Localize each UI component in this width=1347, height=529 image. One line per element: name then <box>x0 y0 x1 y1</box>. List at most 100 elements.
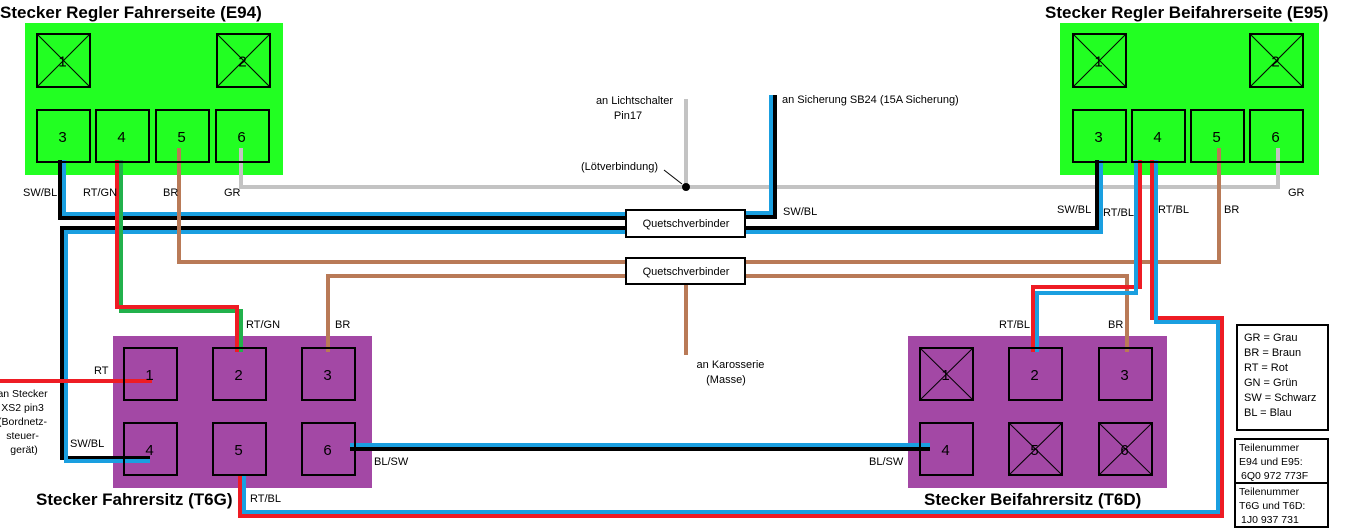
pin-label: 2 <box>1271 54 1279 71</box>
pin-label: 6 <box>1120 442 1128 459</box>
connector-t6d <box>908 336 1167 488</box>
pin-label: 2 <box>1030 367 1038 384</box>
wire-rt-bl-e95-t6d <box>1031 160 1142 352</box>
wire-rt-gn <box>115 160 243 352</box>
pin-t6d-4: 4 <box>919 422 974 476</box>
pin-label: 6 <box>323 442 331 459</box>
pin-e95-5: 5 <box>1190 109 1245 163</box>
label-fuse-sw-bl: SW/BL <box>783 206 817 218</box>
title-t6g: Stecker Fahrersitz (T6G) <box>36 490 233 509</box>
label-e95-sw-bl: SW/BL <box>1057 204 1091 216</box>
pin-t6g-1: 1 <box>123 347 178 401</box>
label-t6g-bl-sw: BL/SW <box>374 456 409 468</box>
pin-label: 6 <box>237 129 245 146</box>
pin-e95-6: 6 <box>1249 109 1304 163</box>
wire-sw-bl-t6g <box>60 226 626 463</box>
pin-t6d-1: 1 <box>919 347 974 401</box>
legend: GR = Grau BR = Braun RT = Rot GN = Grün … <box>1244 332 1320 419</box>
crimp-connector-bottom <box>625 257 746 285</box>
crimp-top-label: Quetschverbinder <box>643 218 730 230</box>
label-fuse: an Sicherung SB24 (15A Sicherung) <box>782 94 959 106</box>
label-t6g-rt-gn: RT/GN <box>246 319 280 331</box>
label-e95-rt-bl-a: RT/BL <box>1103 207 1134 219</box>
solder-pointer <box>663 169 683 185</box>
wire-rt-bl-e95-t6g <box>238 160 1224 518</box>
wire-sw-bl-fuse <box>745 95 777 219</box>
pin-label: 3 <box>58 129 66 146</box>
pin-e95-1: 1 <box>1072 33 1127 88</box>
label-t6g-sw-bl: SW/BL <box>70 438 104 450</box>
legend-box <box>1236 324 1329 431</box>
pin-label: 1 <box>1094 54 1102 71</box>
label-e94-rt-gn: RT/GN <box>83 187 117 199</box>
wire-sw-bl-e94 <box>58 160 626 220</box>
pin-label: 4 <box>941 442 949 459</box>
pin-label: 2 <box>238 54 246 71</box>
pin-label: 1 <box>58 54 66 71</box>
connector-e94 <box>25 23 283 175</box>
pin-e95-4: 4 <box>1131 109 1186 163</box>
pin-label: 4 <box>117 129 125 146</box>
label-t6d-br: BR <box>1108 319 1123 331</box>
pin-e95-3: 3 <box>1072 109 1127 163</box>
pin-label: 1 <box>941 367 949 384</box>
label-solder: (Lötverbindung) <box>581 161 658 173</box>
pin-label: 5 <box>234 442 242 459</box>
pin-label: 1 <box>145 367 153 384</box>
label-e95-gr: GR <box>1288 187 1305 199</box>
pin-label: 4 <box>145 442 153 459</box>
connector-e95 <box>1060 23 1319 175</box>
crimp-bottom-label: Quetschverbinder <box>643 266 730 278</box>
pin-label: 3 <box>323 367 331 384</box>
pin-t6g-3: 3 <box>301 347 356 401</box>
title-t6d: Stecker Beifahrersitz (T6D) <box>924 490 1141 509</box>
parts-sitz: Teilenummer T6G und T6D: 1J0 937 731 <box>1239 486 1308 526</box>
pin-label: 5 <box>1030 442 1038 459</box>
parts-box-sitz <box>1234 482 1329 528</box>
wire-br <box>177 148 1221 355</box>
pin-t6d-3: 3 <box>1098 347 1153 401</box>
pin-label: 6 <box>1271 129 1279 146</box>
pin-t6g-5: 5 <box>212 422 267 476</box>
pin-t6d-5: 5 <box>1008 422 1063 476</box>
crimp-connector-top <box>625 209 746 238</box>
title-e95: Stecker Regler Beifahrerseite (E95) <box>1045 3 1328 22</box>
parts-box-regler <box>1234 438 1329 484</box>
pin-t6g-2: 2 <box>212 347 267 401</box>
pin-e95-2: 2 <box>1249 33 1304 88</box>
pin-label: 3 <box>1094 129 1102 146</box>
pin-label: 2 <box>234 367 242 384</box>
pin-t6g-4: 4 <box>123 422 178 476</box>
pin-e94-2: 2 <box>216 33 271 88</box>
label-e95-br: BR <box>1224 204 1239 216</box>
pin-t6d-2: 2 <box>1008 347 1063 401</box>
solder-joint <box>682 183 690 191</box>
label-e94-br: BR <box>163 187 178 199</box>
connector-t6g <box>113 336 372 488</box>
pin-label: 5 <box>177 129 185 146</box>
pin-label: 3 <box>1120 367 1128 384</box>
label-t6g-br: BR <box>335 319 350 331</box>
pin-e94-1: 1 <box>36 33 91 88</box>
wire-gr <box>239 99 1280 189</box>
pin-label: 5 <box>1212 129 1220 146</box>
title-e94: Stecker Regler Fahrerseite (E94) <box>0 3 262 22</box>
label-t6d-rt-bl: RT/BL <box>999 319 1030 331</box>
wire-bl-sw <box>350 443 930 451</box>
label-t6d-bl-sw: BL/SW <box>869 456 904 468</box>
label-e94-gr: GR <box>224 187 241 199</box>
pin-t6d-6: 6 <box>1098 422 1153 476</box>
pin-e94-5: 5 <box>155 109 210 163</box>
pin-t6g-6: 6 <box>301 422 356 476</box>
pin-label: 4 <box>1153 129 1161 146</box>
label-xs2: an Stecker XS2 pin3 (Bordnetz- steuer- g… <box>0 388 51 456</box>
label-t6g-rt: RT <box>94 365 109 377</box>
label-e94-sw-bl: SW/BL <box>23 187 57 199</box>
label-e95-rt-bl-b: RT/BL <box>1158 204 1189 216</box>
wire-sw-bl-e95 <box>745 160 1103 234</box>
pin-e94-6: 6 <box>215 109 270 163</box>
parts-regler: Teilenummer E94 und E95: 6Q0 972 773F <box>1239 442 1308 482</box>
label-ground: an Karosserie (Masse) <box>697 359 768 386</box>
label-light-switch: an Lichtschalter Pin17 <box>596 95 676 122</box>
